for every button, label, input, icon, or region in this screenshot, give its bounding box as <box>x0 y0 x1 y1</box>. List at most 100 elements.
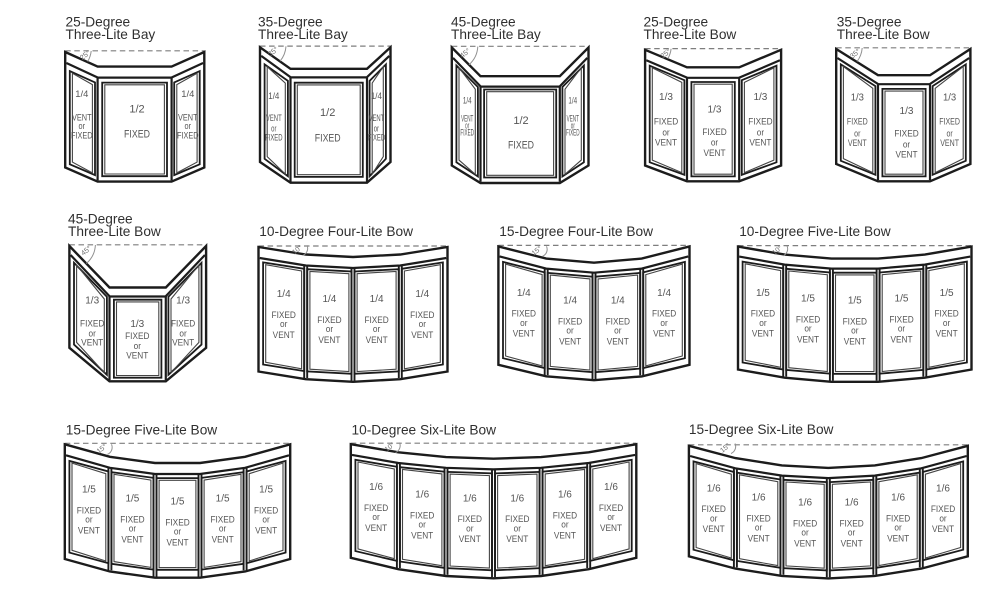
svg-text:or: or <box>419 319 426 330</box>
svg-text:or: or <box>520 317 527 328</box>
svg-text:FIXED: FIXED <box>702 504 726 515</box>
svg-text:1/4: 1/4 <box>563 296 577 307</box>
svg-text:1/4: 1/4 <box>181 88 194 99</box>
svg-text:VENT: VENT <box>506 534 529 545</box>
svg-text:FIXED: FIXED <box>751 308 775 319</box>
svg-text:VENT: VENT <box>273 330 296 341</box>
svg-text:FIXED: FIXED <box>796 314 820 325</box>
svg-text:VENT: VENT <box>411 530 434 541</box>
svg-text:VENT: VENT <box>749 137 772 148</box>
svg-text:or: or <box>755 522 762 533</box>
svg-text:VENT: VENT <box>655 137 678 148</box>
svg-text:VENT: VENT <box>178 112 198 123</box>
svg-text:FIXED: FIXED <box>171 318 195 329</box>
svg-text:1/4: 1/4 <box>611 296 625 307</box>
svg-text:VENT: VENT <box>797 334 820 345</box>
svg-text:FIXED: FIXED <box>934 308 958 319</box>
svg-text:1/3: 1/3 <box>659 92 673 103</box>
svg-text:1/5: 1/5 <box>82 485 96 496</box>
svg-text:FIXED: FIXED <box>702 126 726 137</box>
svg-text:VENT: VENT <box>841 538 864 549</box>
svg-text:FIXED: FIXED <box>652 308 676 319</box>
svg-text:VENT: VENT <box>940 137 959 148</box>
svg-text:FIXED: FIXED <box>939 115 960 126</box>
svg-text:or: or <box>801 527 808 538</box>
svg-text:VENT: VENT <box>653 328 676 339</box>
svg-text:or: or <box>711 137 718 148</box>
svg-text:1/6: 1/6 <box>707 483 721 494</box>
svg-text:25-Degree: 25-Degree <box>644 15 709 30</box>
svg-text:1/3: 1/3 <box>708 105 722 116</box>
svg-text:FIXED: FIXED <box>746 513 770 524</box>
svg-text:1/6: 1/6 <box>415 490 429 501</box>
svg-text:VENT: VENT <box>369 112 385 123</box>
svg-text:1/4: 1/4 <box>415 289 429 300</box>
svg-text:FIXED: FIXED <box>505 514 529 525</box>
svg-text:FIXED: FIXED <box>120 514 144 525</box>
svg-text:or: or <box>85 514 92 525</box>
svg-text:35-Degree: 35-Degree <box>258 15 323 30</box>
svg-text:VENT: VENT <box>266 112 282 123</box>
svg-text:1/6: 1/6 <box>604 482 618 493</box>
svg-text:1/6: 1/6 <box>891 493 905 504</box>
svg-text:FIXED: FIXED <box>558 316 582 327</box>
svg-text:FIXED: FIXED <box>124 129 150 141</box>
svg-text:VENT: VENT <box>255 525 278 536</box>
svg-text:FIXED: FIXED <box>599 502 623 513</box>
svg-text:or: or <box>271 123 277 134</box>
svg-text:or: or <box>514 523 521 534</box>
svg-text:VENT: VENT <box>932 524 955 535</box>
svg-text:FIXED: FIXED <box>843 316 867 327</box>
svg-text:or: or <box>571 120 575 131</box>
svg-text:or: or <box>566 325 573 336</box>
svg-text:or: or <box>134 341 141 352</box>
svg-text:VENT: VENT <box>844 336 867 347</box>
svg-text:15-Degree Four-Lite Bow: 15-Degree Four-Lite Bow <box>499 224 653 239</box>
svg-text:VENT: VENT <box>554 530 577 541</box>
svg-text:VENT: VENT <box>887 533 910 544</box>
svg-text:FIXED: FIXED <box>368 132 386 143</box>
svg-text:FIXED: FIXED <box>931 504 955 515</box>
svg-text:1/4: 1/4 <box>322 294 336 305</box>
svg-text:1/2: 1/2 <box>513 115 528 127</box>
svg-text:FIXED: FIXED <box>512 308 536 319</box>
svg-text:1/4: 1/4 <box>463 95 472 106</box>
svg-text:1/5: 1/5 <box>171 497 185 508</box>
svg-text:Three-Lite Bay: Three-Lite Bay <box>66 27 156 42</box>
svg-text:1/6: 1/6 <box>463 493 477 504</box>
svg-text:Three-Lite Bow: Three-Lite Bow <box>68 224 161 239</box>
svg-text:or: or <box>465 120 469 131</box>
svg-text:1/5: 1/5 <box>216 494 230 505</box>
svg-text:VENT: VENT <box>78 525 101 536</box>
svg-text:45-Degree: 45-Degree <box>451 15 516 30</box>
svg-text:FIXED: FIXED <box>793 518 817 529</box>
svg-text:or: or <box>943 317 950 328</box>
svg-text:or: or <box>466 523 473 534</box>
svg-text:FIXED: FIXED <box>553 510 577 521</box>
svg-text:FIXED: FIXED <box>254 505 278 516</box>
svg-text:VENT: VENT <box>212 534 235 545</box>
svg-text:Three-Lite Bow: Three-Lite Bow <box>644 27 737 42</box>
svg-text:FIXED: FIXED <box>606 316 630 327</box>
svg-text:1/6: 1/6 <box>936 483 950 494</box>
svg-text:1/6: 1/6 <box>558 490 572 501</box>
svg-text:1/5: 1/5 <box>801 294 815 305</box>
svg-text:FIXED: FIXED <box>410 510 434 521</box>
svg-text:FIXED: FIXED <box>460 127 474 138</box>
svg-text:or: or <box>561 519 568 530</box>
svg-text:or: or <box>174 526 181 537</box>
svg-text:FIXED: FIXED <box>71 129 93 140</box>
svg-text:VENT: VENT <box>703 524 726 535</box>
svg-text:or: or <box>614 325 621 336</box>
svg-text:or: or <box>854 127 860 138</box>
svg-text:or: or <box>898 323 905 334</box>
svg-text:FIXED: FIXED <box>748 116 772 127</box>
svg-text:1/5: 1/5 <box>259 485 273 496</box>
svg-text:FIXED: FIXED <box>177 129 199 140</box>
svg-text:VENT: VENT <box>72 112 92 123</box>
svg-text:1/5: 1/5 <box>895 294 909 305</box>
svg-text:35-Degree: 35-Degree <box>837 15 902 30</box>
svg-text:1/5: 1/5 <box>125 494 139 505</box>
svg-text:FIXED: FIXED <box>272 310 296 321</box>
svg-text:or: or <box>662 127 669 138</box>
